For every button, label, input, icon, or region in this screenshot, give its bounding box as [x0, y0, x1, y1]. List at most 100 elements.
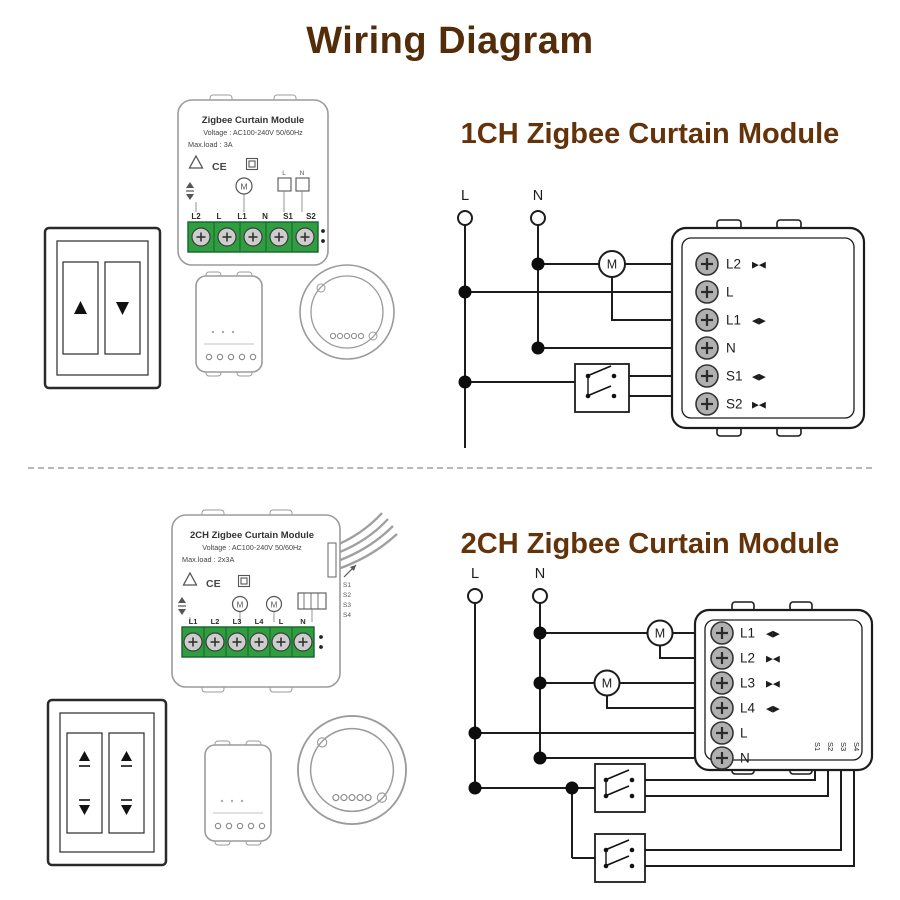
- live-label: L: [471, 566, 479, 582]
- motor-symbol: M: [598, 250, 626, 278]
- product-max-load: Max.load : 3A: [188, 140, 233, 149]
- ce-mark: CE: [206, 578, 221, 590]
- live-node: [457, 210, 473, 226]
- terminal-screw: [709, 720, 735, 746]
- circuit-lines: [189, 609, 313, 622]
- product-module-2ch: 2CH Zigbee Curtain Module Voltage : AC10…: [171, 509, 398, 693]
- terminal-label: S2: [306, 212, 316, 221]
- close-direction-icon: ▶◀: [752, 260, 766, 270]
- terminal-label: L2: [726, 257, 741, 272]
- product-title: 2CH Zigbee Curtain Module: [190, 530, 314, 541]
- indicator-dot: [319, 635, 323, 639]
- motor-label: M: [607, 258, 617, 272]
- round-mounting-box-icon: [297, 715, 407, 825]
- product-voltage: Voltage : AC100-240V 50/60Hz: [202, 543, 302, 552]
- terminal-label: L1: [189, 617, 198, 626]
- close-direction-icon: ▶◀: [766, 654, 780, 664]
- live-label: L: [461, 188, 469, 204]
- terminal-label: L3: [233, 617, 242, 626]
- terminal-label: L1: [726, 313, 741, 328]
- motor-label: M: [271, 601, 278, 610]
- terminal-label: N: [300, 617, 305, 626]
- terminal-screw: [694, 391, 720, 417]
- terminal-label: L: [740, 726, 748, 741]
- terminal-block: [181, 626, 323, 658]
- live-node: [467, 588, 483, 604]
- motor-symbol: M: [231, 595, 249, 613]
- section-divider: [28, 467, 872, 469]
- junction-dot: [458, 375, 472, 389]
- module-symbol-2ch: L1 ◀▶ L2 ▶◀ L3 ▶◀ L4 ◀▶ L N S1 S2 S3 S4: [693, 601, 874, 775]
- schematic-2ch: L N M M: [467, 566, 874, 883]
- terminal-screw: [271, 632, 291, 652]
- terminal-screw: [709, 620, 735, 646]
- junction-dot: [468, 726, 482, 740]
- indicator-dot: [321, 239, 325, 243]
- pigtail-label: S3: [839, 742, 848, 751]
- ce-mark: CE: [212, 161, 227, 173]
- terminal-label: N: [726, 341, 736, 356]
- open-direction-icon: ◀▶: [752, 372, 766, 382]
- terminal-label: N: [740, 751, 750, 766]
- pigtail-label: S2: [826, 742, 835, 751]
- wall-switch-symbol-1: [594, 763, 646, 813]
- motor-label: M: [602, 677, 612, 691]
- terminal-label: N: [262, 212, 268, 221]
- inner-n-label: N: [300, 170, 305, 177]
- wall-switch-symbol: [574, 363, 630, 413]
- terminal-screw: [694, 279, 720, 305]
- wire-label: S4: [343, 612, 351, 619]
- close-direction-icon: ▶◀: [766, 679, 780, 689]
- motor-label: M: [237, 601, 244, 610]
- junction-dot: [533, 626, 547, 640]
- terminal-screw: [295, 227, 315, 247]
- terminal-screw: [249, 632, 269, 652]
- junction-dot: [531, 257, 545, 271]
- terminal-block: [187, 221, 325, 253]
- module-outline: [693, 608, 874, 772]
- wire-label: S3: [343, 602, 351, 609]
- pigtail-label: S4: [852, 742, 861, 751]
- wire-label: S1: [343, 582, 351, 589]
- junction-dot: [565, 781, 579, 795]
- terminal-screw: [709, 695, 735, 721]
- terminal-labels: L1 ◀▶ L2 ▶◀ L3 ▶◀ L4 ◀▶ L N: [740, 626, 780, 766]
- wall-switch-1ch-illustration: [43, 226, 162, 390]
- round-mounting-box-icon: [299, 264, 395, 360]
- junction-dot: [533, 676, 547, 690]
- terminal-label: L4: [255, 617, 265, 626]
- terminal-screw: [183, 632, 203, 652]
- rocker-right-button: [108, 732, 145, 834]
- page-title: Wiring Diagram: [306, 20, 594, 62]
- terminal-screw: [694, 307, 720, 333]
- motor-symbol: M: [265, 595, 283, 613]
- module-inner: [681, 237, 855, 419]
- terminal-label: L2: [740, 651, 755, 666]
- product-module-1ch: Zigbee Curtain Module Voltage : AC100-24…: [177, 94, 329, 266]
- terminal-label: L3: [740, 676, 755, 691]
- terminal-screw: [217, 227, 237, 247]
- junction-dot: [533, 751, 547, 765]
- up-arrow-icon: [74, 301, 87, 314]
- product-max-load: Max.load : 2x3A: [182, 555, 234, 564]
- open-direction-icon: ◀▶: [752, 316, 766, 326]
- terminal-labels: L2 ▶◀ L L1 ◀▶ N S1 ◀▶ S2 ▶◀: [726, 257, 766, 412]
- pigtail-labels: S1 S2 S3 S4: [343, 582, 351, 619]
- mini-module-icon: [204, 740, 272, 846]
- terminal-labels: L1 L2 L3 L4 L N: [189, 617, 306, 626]
- module-inner: [704, 619, 863, 761]
- pigtail-terminal-labels: S1 S2 S3 S4: [813, 742, 861, 751]
- terminal-label: L: [217, 212, 222, 221]
- terminal-screw: [243, 227, 263, 247]
- module-symbol-1ch: L2 ▶◀ L L1 ◀▶ N S1 ◀▶ S2 ▶◀: [670, 219, 866, 437]
- terminal-labels: L2 L L1 N S1 S2: [191, 212, 316, 221]
- product-title: Zigbee Curtain Module: [202, 115, 304, 126]
- junction-dot: [458, 285, 472, 299]
- terminal-screw: [709, 670, 735, 696]
- terminal-label: L2: [211, 617, 220, 626]
- indicator-dot: [319, 645, 323, 649]
- junction-dot: [531, 341, 545, 355]
- terminal-screw: [205, 632, 225, 652]
- section-2ch-heading: 2CH Zigbee Curtain Module: [460, 528, 840, 560]
- terminal-label: L2: [191, 212, 201, 221]
